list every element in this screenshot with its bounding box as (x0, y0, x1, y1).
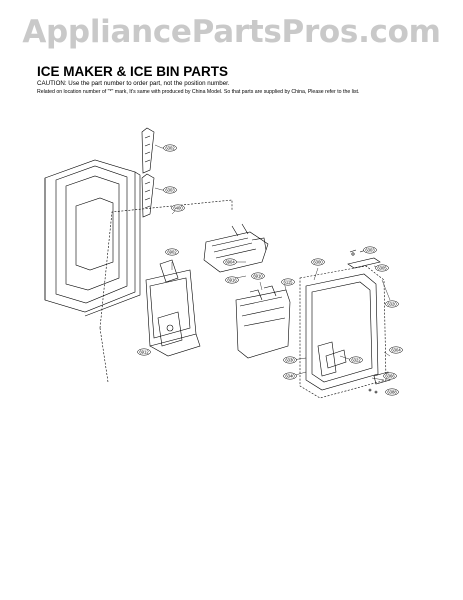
svg-text:6330: 6330 (285, 358, 295, 363)
svg-text:6304: 6304 (391, 348, 401, 353)
bin-cover-parts (347, 249, 391, 394)
part-label-6305: 6305 (375, 264, 389, 272)
part-label-6902: 6902 (165, 248, 179, 256)
svg-text:6300: 6300 (313, 260, 323, 265)
svg-text:6366: 6366 (385, 374, 395, 379)
svg-text:6912: 6912 (139, 350, 149, 355)
leader-lines (162, 147, 391, 381)
part-label-6303b: 6303 (363, 246, 377, 254)
part-label-6300: 6300 (311, 258, 325, 266)
part-label-6916: 6916 (225, 276, 239, 284)
icemaker-assembly (203, 223, 269, 273)
svg-text:6303: 6303 (365, 248, 375, 253)
strip-parts (141, 127, 163, 218)
svg-text:6916: 6916 (227, 278, 237, 283)
watermark: AppliancePartsPros.com (22, 14, 441, 50)
icemaker-bracket (145, 259, 201, 357)
svg-text:6340: 6340 (285, 374, 295, 379)
page-title: ICE MAKER & ICE BIN PARTS (37, 64, 229, 79)
svg-text:6320: 6320 (387, 302, 397, 307)
svg-text:6400: 6400 (173, 206, 183, 211)
part-label-6330: 6330 (283, 356, 297, 364)
part-label-6340: 6340 (283, 372, 297, 380)
svg-text:6388: 6388 (387, 390, 397, 395)
part-label-6910: 6910 (251, 272, 265, 280)
svg-text:6902: 6902 (167, 250, 177, 255)
part-labels: 6302 6303 6400 6902 6904 6916 6910 6912 … (137, 144, 403, 396)
svg-text:6305: 6305 (377, 266, 387, 271)
note-text: Related on location number of "*" mark, … (37, 89, 360, 95)
svg-text:6322: 6322 (351, 358, 361, 363)
svg-text:6904: 6904 (225, 260, 235, 265)
ice-bin-insert (235, 285, 291, 359)
part-label-6115: 6115 (281, 278, 295, 286)
svg-text:6303: 6303 (165, 188, 175, 193)
part-label-6320: 6320 (385, 300, 399, 308)
caution-text: CAUTION: Use the part number to order pa… (37, 80, 230, 87)
door-frame (44, 159, 141, 317)
part-label-6400: 6400 (171, 204, 185, 212)
part-label-6303: 6303 (163, 186, 177, 194)
part-label-6366: 6366 (383, 372, 397, 380)
svg-text:6910: 6910 (253, 274, 263, 279)
part-label-6388: 6388 (385, 388, 399, 396)
svg-text:6302: 6302 (165, 146, 175, 151)
assembly-bracket (99, 199, 233, 383)
ice-bin (299, 265, 387, 399)
part-label-6322: 6322 (349, 356, 363, 364)
part-label-6912: 6912 (137, 348, 151, 356)
part-label-6904: 6904 (223, 258, 237, 266)
svg-text:6115: 6115 (283, 280, 293, 285)
part-label-6302: 6302 (163, 144, 177, 152)
part-label-6304: 6304 (389, 346, 403, 354)
